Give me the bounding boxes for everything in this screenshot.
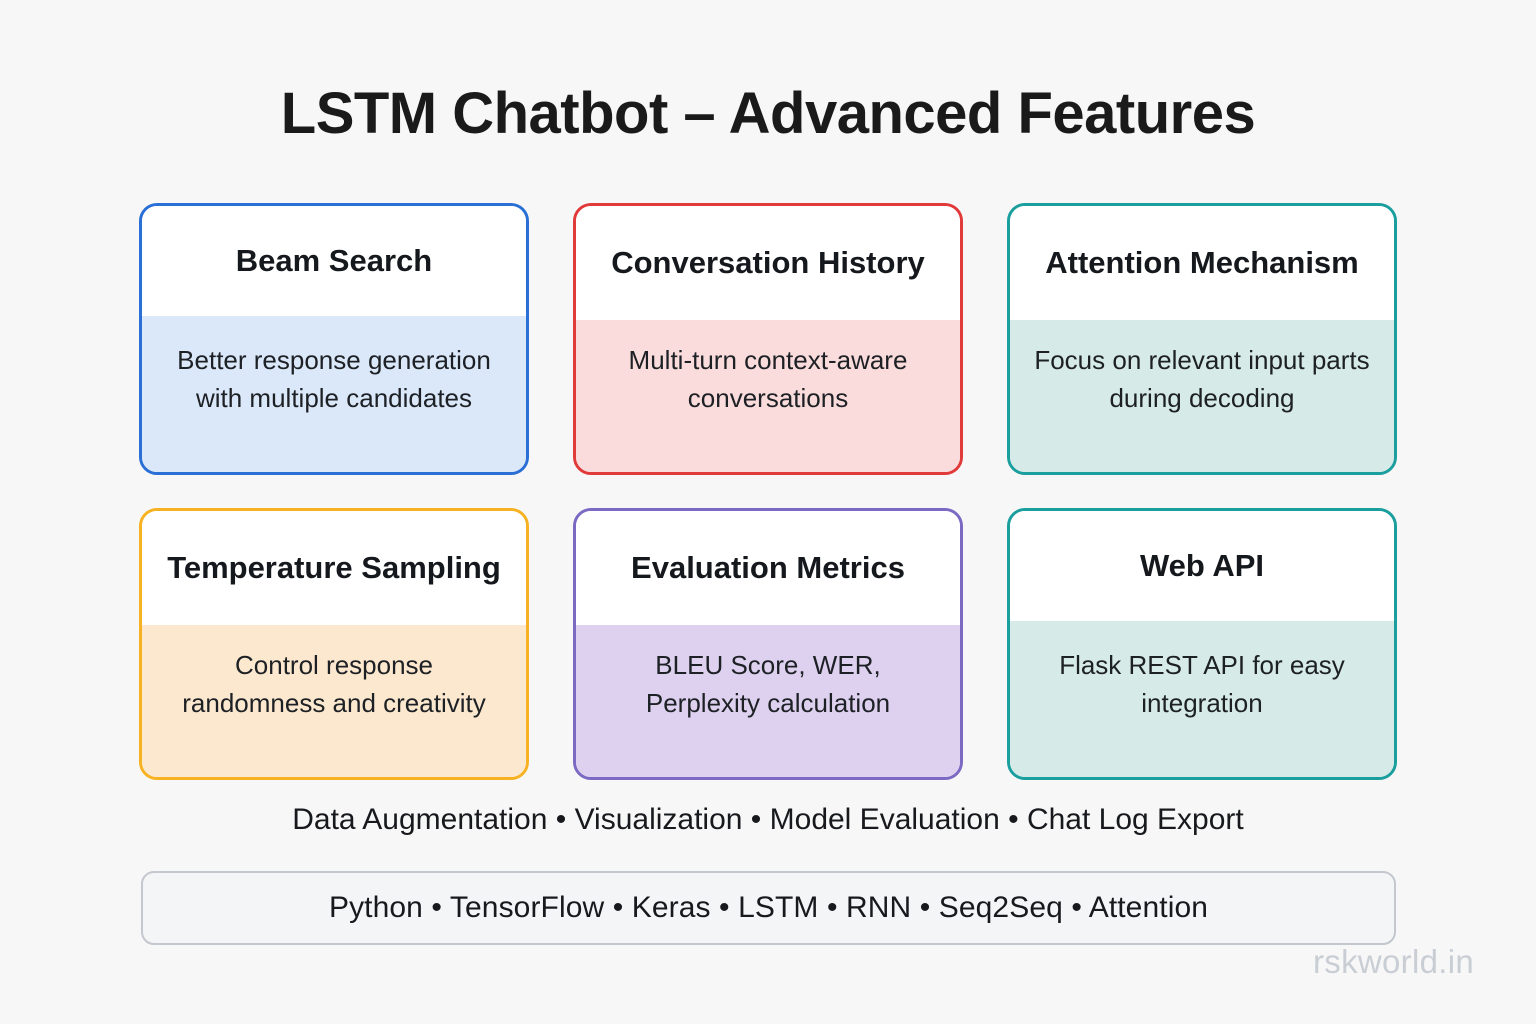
card-description: Flask REST API for easy integration bbox=[1059, 650, 1345, 718]
card-body: Multi-turn context-aware conversations bbox=[576, 320, 960, 472]
card-description: BLEU Score, WER, Perplexity calculation bbox=[645, 650, 891, 718]
card-header: Evaluation Metrics bbox=[576, 511, 960, 625]
card-header: Conversation History bbox=[576, 206, 960, 320]
card-body: Control response randomness and creativi… bbox=[142, 625, 526, 777]
card-description: Multi-turn context-aware conversations bbox=[628, 345, 908, 413]
card-title: Conversation History bbox=[611, 244, 925, 280]
tech-stack-bar: Python • TensorFlow • Keras • LSTM • RNN… bbox=[141, 871, 1396, 945]
card-header: Web API bbox=[1010, 511, 1394, 621]
tech-stack-text: Python • TensorFlow • Keras • LSTM • RNN… bbox=[328, 891, 1209, 924]
card-body: BLEU Score, WER, Perplexity calculation bbox=[576, 625, 960, 777]
watermark: rskworld.in bbox=[1312, 943, 1474, 980]
extra-features-line: Data Augmentation • Visualization • Mode… bbox=[292, 803, 1244, 836]
card-title: Evaluation Metrics bbox=[631, 549, 905, 585]
card-header: Beam Search bbox=[142, 206, 526, 316]
card-body: Focus on relevant input parts during dec… bbox=[1010, 320, 1394, 472]
card-title: Temperature Sampling bbox=[167, 549, 501, 585]
card-body: Better response generation with multiple… bbox=[142, 316, 526, 472]
card-body: Flask REST API for easy integration bbox=[1010, 621, 1394, 777]
card-description: Control response randomness and creativi… bbox=[182, 650, 486, 718]
card-description: Better response generation with multiple… bbox=[177, 345, 491, 413]
card-header: Attention Mechanism bbox=[1010, 206, 1394, 320]
card-title: Attention Mechanism bbox=[1045, 244, 1359, 280]
card-title: Web API bbox=[1139, 547, 1264, 583]
feature-card-web-api[interactable]: Web API Flask REST API for easy integrati… bbox=[1007, 508, 1397, 780]
page-title: LSTM Chatbot – Advanced Features bbox=[280, 81, 1256, 146]
card-title: Beam Search bbox=[235, 242, 433, 278]
card-header: Temperature Sampling bbox=[142, 511, 526, 625]
card-description: Focus on relevant input parts during dec… bbox=[1034, 345, 1370, 413]
